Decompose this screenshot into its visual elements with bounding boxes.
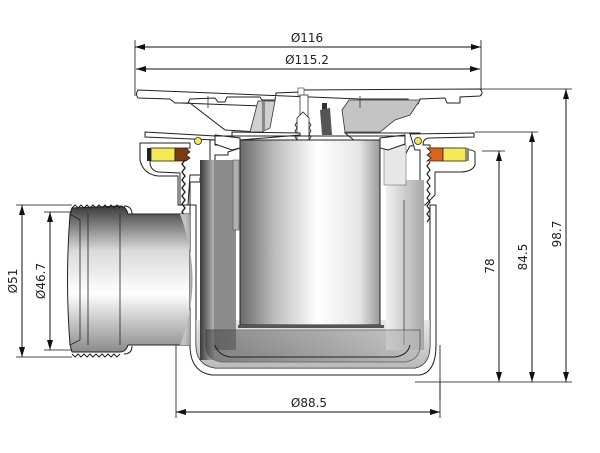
seal-left — [147, 137, 202, 162]
label-height-98-7: 98.7 — [550, 221, 564, 248]
dimension-height-84-5: 84.5 — [475, 131, 538, 382]
dimension-diameter-88-5: Ø88.5 — [175, 345, 441, 418]
threads-right — [426, 161, 431, 223]
seal-right — [414, 137, 469, 162]
dimension-height-98-7: 98.7 — [481, 88, 572, 382]
trap-body — [189, 134, 437, 376]
label-height-78: 78 — [483, 258, 497, 273]
dimension-height-78: 78 — [482, 150, 505, 382]
label-diameter-115-2: Ø115.2 — [285, 53, 329, 67]
o-ring-left — [194, 137, 202, 145]
label-diameter-116: Ø116 — [291, 31, 323, 45]
label-diameter-51: Ø51 — [6, 269, 20, 294]
outlet-pipe — [67, 204, 193, 358]
label-height-84-5: 84.5 — [516, 244, 530, 271]
dimension-diameter-115-2: Ø115.2 — [136, 53, 480, 72]
o-ring-right — [414, 137, 422, 145]
dimension-diameter-46-7: Ø46.7 — [34, 211, 72, 351]
threads-left — [181, 159, 186, 217]
dimension-diameter-116: Ø116 — [134, 31, 482, 96]
label-diameter-46-7: Ø46.7 — [34, 263, 48, 299]
grille-cover — [136, 87, 483, 135]
dimension-diameter-51: Ø51 — [6, 204, 72, 358]
label-diameter-88-5: Ø88.5 — [291, 396, 327, 410]
